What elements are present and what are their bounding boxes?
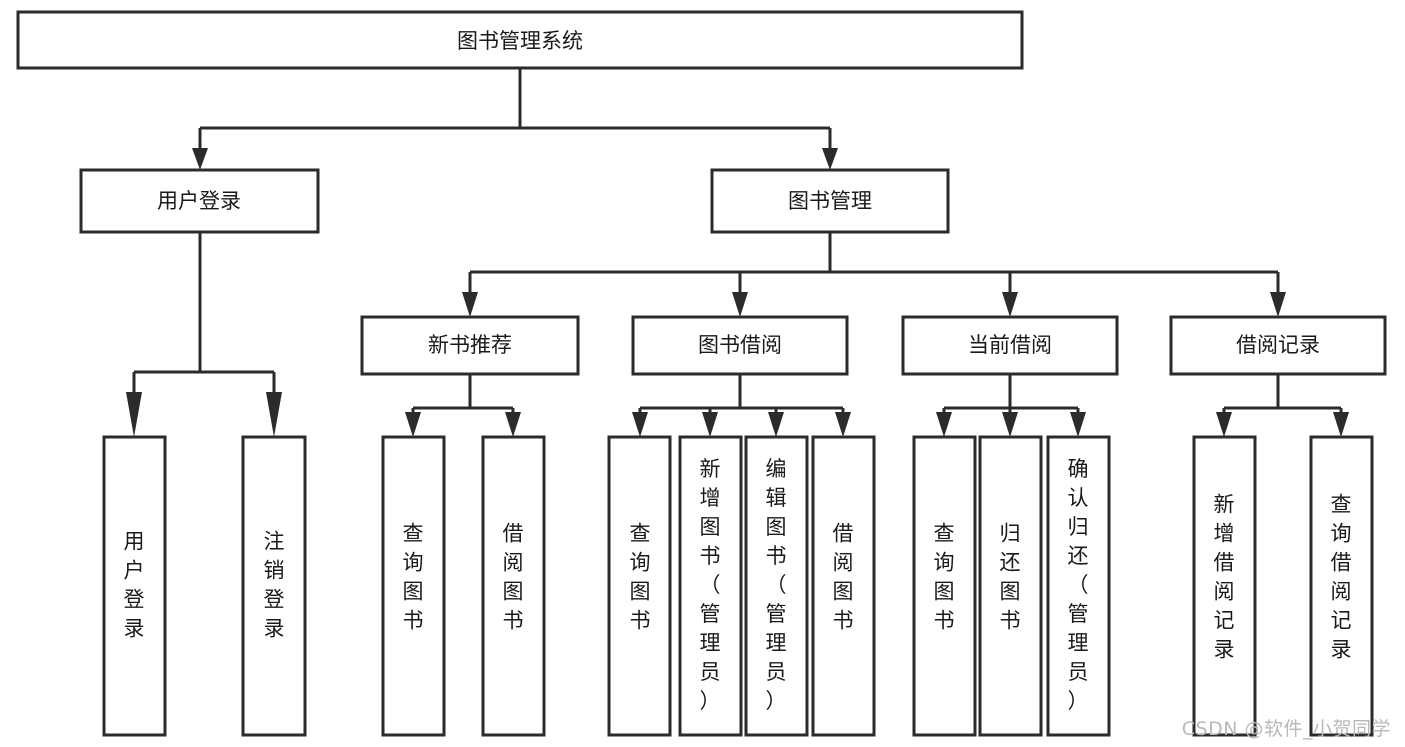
node-current-borrow-box[interactable] <box>901 315 1119 376</box>
arrow-to-leaf-user-login <box>126 392 142 437</box>
leaf-borrow-book-b-box[interactable] <box>811 435 876 737</box>
leaf-borrow-book-a-label: 借阅图书 <box>503 522 524 633</box>
node-borrow-record[interactable]: 借阅记录 <box>1169 315 1387 376</box>
arrow-to-leaf-return-book <box>1002 412 1018 437</box>
connector-user-login-branch <box>132 232 276 392</box>
leaf-borrow-book-b[interactable]: 借阅图书 <box>811 435 876 737</box>
node-book-manage-box[interactable] <box>710 168 950 234</box>
leaf-borrow-book-b-label: 借阅图书 <box>833 522 854 633</box>
leaf-user-login-label: 用户登录 <box>124 530 145 641</box>
node-book-borrow-box[interactable] <box>631 315 849 376</box>
leaf-query-book-a[interactable]: 查询图书 <box>381 435 446 737</box>
node-user-login-label: 用户登录 <box>157 189 241 213</box>
connector-root-branch <box>198 68 832 148</box>
node-borrow-record-box[interactable] <box>1169 315 1387 376</box>
node-root-label: 图书管理系统 <box>457 29 583 53</box>
leaf-edit-book-box[interactable] <box>744 435 809 737</box>
leaf-query-book-b-label: 查询图书 <box>630 522 651 633</box>
leaf-borrow-book-a-box[interactable] <box>481 435 546 737</box>
leaf-query-book-b[interactable]: 查询图书 <box>607 435 672 737</box>
connector-book-manage-branch <box>468 232 1280 292</box>
arrow-to-leaf-query-book-b <box>632 412 648 437</box>
leaf-confirm-return-box[interactable] <box>1046 435 1111 737</box>
arrow-to-leaf-borrow-book-b <box>835 412 851 437</box>
connector-book-borrow-branch <box>638 374 845 418</box>
leaf-add-book-label: 新增图书（管理员） <box>700 457 721 713</box>
node-borrow-record-label: 借阅记录 <box>1236 333 1320 357</box>
node-user-login-box[interactable] <box>79 168 320 234</box>
arrow-to-leaf-query-record <box>1333 412 1349 437</box>
node-book-manage-label: 图书管理 <box>788 189 872 213</box>
leaf-query-book-c-label: 查询图书 <box>934 522 955 633</box>
arrow-to-leaf-borrow-book-a <box>505 412 521 437</box>
leaf-query-record[interactable]: 查询借阅记录 <box>1309 435 1374 737</box>
arrow-to-leaf-add-book <box>702 412 718 437</box>
node-current-borrow[interactable]: 当前借阅 <box>901 315 1119 376</box>
leaf-logout-box[interactable] <box>241 435 307 737</box>
connectors-book-borrow-to-leaves <box>632 374 851 437</box>
arrow-to-leaf-logout <box>266 392 282 437</box>
node-new-book-rec-label: 新书推荐 <box>428 333 512 357</box>
arrow-to-borrow-record <box>1270 292 1286 317</box>
node-new-book-rec-box[interactable] <box>360 315 580 376</box>
node-user-login[interactable]: 用户登录 <box>79 168 320 234</box>
leaf-return-book[interactable]: 归还图书 <box>978 435 1043 737</box>
arrow-to-leaf-query-book-c <box>936 412 952 437</box>
node-book-borrow[interactable]: 图书借阅 <box>631 315 849 376</box>
leaf-query-book-a-box[interactable] <box>381 435 446 737</box>
leaf-query-book-c-box[interactable] <box>912 435 977 737</box>
leaf-confirm-return[interactable]: 确认归还（管理员） <box>1046 435 1111 737</box>
connectors-new-book-rec-to-leaves <box>405 374 521 437</box>
connectors-current-borrow-to-leaves <box>936 374 1086 437</box>
arrow-to-leaf-add-record <box>1216 412 1232 437</box>
leaf-add-record-box[interactable] <box>1192 435 1257 737</box>
node-book-manage[interactable]: 图书管理 <box>710 168 950 234</box>
leaf-user-login[interactable]: 用户登录 <box>102 435 167 737</box>
arrow-to-leaf-confirm-return <box>1070 412 1086 437</box>
leaf-query-book-c[interactable]: 查询图书 <box>912 435 977 737</box>
arrow-to-book-manage <box>822 148 838 170</box>
leaf-query-book-a-label: 查询图书 <box>403 522 424 633</box>
connectors-level2-to-level3 <box>462 232 1286 317</box>
leaf-logout[interactable]: 注销登录 <box>241 435 307 737</box>
node-current-borrow-label: 当前借阅 <box>968 333 1052 357</box>
leaf-add-record-label: 新增借阅记录 <box>1214 493 1235 662</box>
connectors-user-login-to-leaves <box>126 232 282 437</box>
arrow-to-book-borrow <box>732 292 748 317</box>
leaf-edit-book-label: 编辑图书（管理员） <box>766 457 787 713</box>
arrow-to-user-login <box>192 148 208 170</box>
node-root[interactable]: 图书管理系统 <box>16 10 1024 70</box>
arrow-to-leaf-edit-book <box>768 412 784 437</box>
leaf-edit-book[interactable]: 编辑图书（管理员） <box>744 435 809 737</box>
node-root-box[interactable] <box>16 10 1024 70</box>
connectors-borrow-record-to-leaves <box>1216 374 1349 437</box>
leaf-return-book-label: 归还图书 <box>1000 522 1021 633</box>
leaf-query-book-b-box[interactable] <box>607 435 672 737</box>
leaf-borrow-book-a[interactable]: 借阅图书 <box>481 435 546 737</box>
leaf-add-book[interactable]: 新增图书（管理员） <box>678 435 743 737</box>
leaf-add-record[interactable]: 新增借阅记录 <box>1192 435 1257 737</box>
arrow-to-current-borrow <box>1002 292 1018 317</box>
leaf-logout-label: 注销登录 <box>264 530 285 641</box>
node-book-borrow-label: 图书借阅 <box>698 333 782 357</box>
arrow-to-leaf-query-book-a <box>405 412 421 437</box>
connector-new-book-rec-branch <box>411 374 515 418</box>
arrow-to-new-book-rec <box>462 292 478 317</box>
connector-current-borrow-branch <box>942 374 1080 418</box>
leaf-return-book-box[interactable] <box>978 435 1043 737</box>
leaf-add-book-box[interactable] <box>678 435 743 737</box>
leaf-user-login-box[interactable] <box>102 435 167 737</box>
leaf-query-record-box[interactable] <box>1309 435 1374 737</box>
leaf-query-record-label: 查询借阅记录 <box>1331 493 1352 662</box>
connector-borrow-record-branch <box>1222 374 1343 418</box>
connectors-root-to-level2 <box>192 68 838 170</box>
leaf-confirm-return-label: 确认归还（管理员） <box>1068 457 1089 713</box>
node-new-book-rec[interactable]: 新书推荐 <box>360 315 580 376</box>
